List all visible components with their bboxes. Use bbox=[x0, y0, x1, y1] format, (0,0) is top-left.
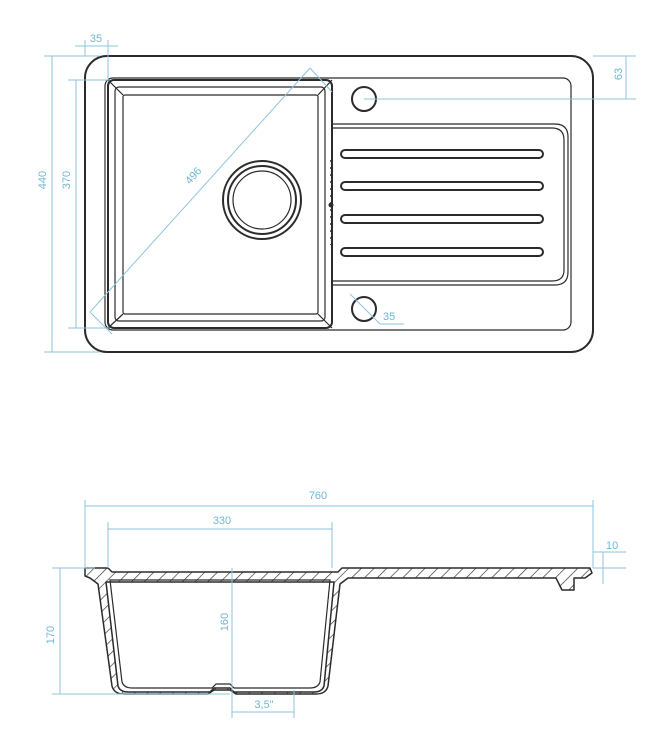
dim-drain-size: 3,5" bbox=[231, 690, 295, 718]
dim-bowl-depth: 370 bbox=[61, 79, 110, 329]
label-overall-depth: 440 bbox=[37, 171, 49, 189]
top-view: 35 63 440 370 496 bbox=[37, 33, 636, 353]
side-view: 760 330 10 170 160 bbox=[45, 490, 626, 718]
groove bbox=[340, 181, 544, 191]
overflow-dots bbox=[328, 160, 334, 245]
sink-section-profile bbox=[84, 567, 593, 695]
drain-icon bbox=[222, 160, 302, 240]
dim-overall-height: 170 bbox=[45, 567, 230, 695]
drainboard bbox=[328, 123, 569, 286]
dim-hole-offset: 63 bbox=[364, 55, 636, 100]
groove bbox=[340, 214, 544, 224]
groove bbox=[340, 247, 544, 257]
sink-outer-outline bbox=[84, 55, 594, 353]
label-drain-size: 3,5" bbox=[254, 699, 273, 711]
groove bbox=[340, 149, 544, 159]
dim-rim-thickness: 10 bbox=[593, 540, 626, 584]
tap-hole-lower bbox=[351, 296, 377, 322]
dim-bowl-width: 330 bbox=[107, 515, 333, 568]
sink-inner-rim bbox=[104, 77, 572, 331]
dim-overall-depth: 440 bbox=[37, 55, 100, 353]
dim-hole-diameter: 35 bbox=[349, 293, 404, 325]
label-bowl-depth: 370 bbox=[61, 171, 73, 189]
dim-wall-width: 35 bbox=[75, 33, 118, 80]
dim-overall-width: 760 bbox=[84, 490, 594, 568]
label-overall-height: 170 bbox=[45, 626, 57, 644]
label-diagonal: 496 bbox=[183, 165, 204, 187]
label-bowl-width: 330 bbox=[213, 515, 231, 527]
label-hole-diameter: 35 bbox=[383, 311, 395, 323]
bowl-cavity bbox=[109, 579, 331, 689]
label-bowl-height: 160 bbox=[219, 613, 231, 631]
bowl bbox=[107, 79, 333, 329]
label-rim-thickness: 10 bbox=[606, 540, 618, 552]
label-wall-width: 35 bbox=[90, 33, 102, 45]
label-overall-width: 760 bbox=[309, 490, 327, 502]
dim-bowl-height: 160 bbox=[219, 568, 233, 690]
label-hole-offset: 63 bbox=[613, 68, 625, 80]
